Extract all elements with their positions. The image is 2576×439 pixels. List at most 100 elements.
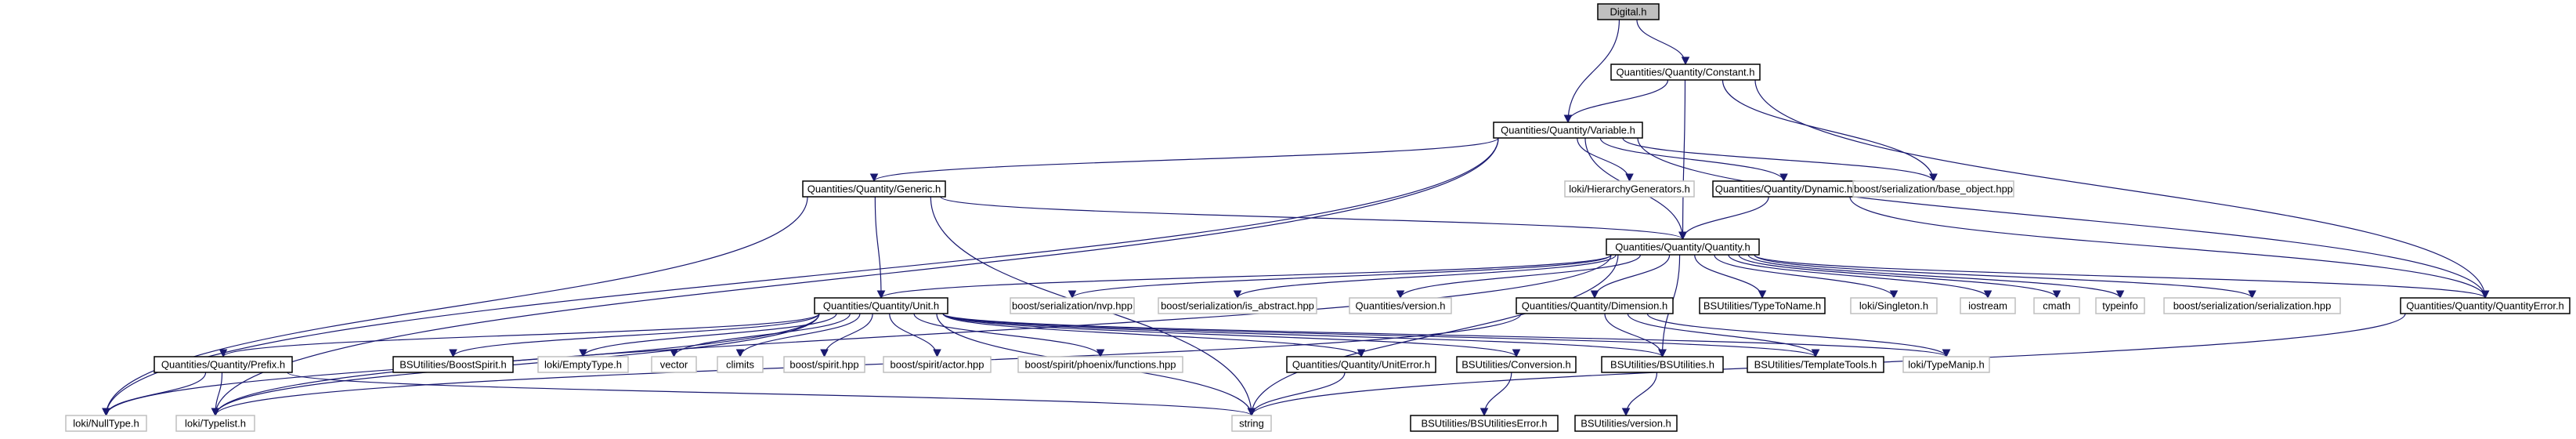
node-qerror[interactable]: Quantities/Quantity/QuantityError.h <box>2400 297 2571 314</box>
node-constant[interactable]: Quantities/Quantity/Constant.h <box>1610 63 1761 81</box>
node-emptytype: loki/EmptyType.h <box>537 356 629 373</box>
node-phoenix: boost/spirit/phoenix/functions.hpp <box>1017 356 1183 373</box>
node-label: Quantities/Quantity/Constant.h <box>1616 67 1754 78</box>
edge-unit-to-climits <box>735 313 861 358</box>
edge-variable-to-hiergen <box>1577 137 1634 183</box>
node-vector: vector <box>651 356 697 373</box>
node-box <box>154 356 293 373</box>
edge-unit-to-actor <box>889 313 941 358</box>
edge-conversion-to-bserror <box>1479 372 1512 417</box>
node-baseobj: boost/serialization/base_object.hpp <box>1852 180 2014 198</box>
node-box <box>1699 297 1826 314</box>
edge-prefix-to-string <box>287 372 1255 417</box>
node-box <box>2400 297 2571 314</box>
edge-generic-to-unit <box>874 196 886 299</box>
node-box <box>883 356 992 373</box>
edge-constant-to-quantity <box>1678 79 1687 241</box>
edge-quantity-to-serialization <box>1754 254 2256 299</box>
node-box <box>802 180 946 198</box>
node-conversion[interactable]: BSUtilities/Conversion.h <box>1456 356 1577 373</box>
edge-unit-to-emptytype <box>579 313 837 358</box>
edge-quantity-to-unit <box>876 254 1612 299</box>
node-box <box>1516 297 1674 314</box>
edge-dimension-to-typelist <box>211 313 1522 417</box>
node-generic[interactable]: Quantities/Quantity/Generic.h <box>802 180 946 198</box>
node-label: loki/Singleton.h <box>1859 300 1928 312</box>
edge-dynamic-to-quantity <box>1678 196 1769 241</box>
edge-quantity-to-qversion <box>1396 254 1642 299</box>
node-bserror[interactable]: BSUtilities/BSUtilitiesError.h <box>1410 415 1559 432</box>
edge-constant-to-qerror <box>1754 79 2490 299</box>
node-box <box>1747 356 1884 373</box>
node-label: BSUtilities/Conversion.h <box>1461 359 1570 371</box>
node-quantity[interactable]: Quantities/Quantity/Quantity.h <box>1606 238 1760 256</box>
node-prefix[interactable]: Quantities/Quantity/Prefix.h <box>154 356 293 373</box>
edge-variable-to-baseobj <box>1622 137 1938 183</box>
node-label: Quantities/version.h <box>1356 300 1446 312</box>
node-bsutilities[interactable]: BSUtilities/BSUtilities.h <box>1601 356 1724 373</box>
node-label: loki/HierarchyGenerators.h <box>1569 183 1690 195</box>
node-label: Quantities/Quantity/Dimension.h <box>1522 300 1667 312</box>
node-box <box>1574 415 1678 432</box>
edge-quantity-to-cmath <box>1738 254 2061 299</box>
node-label: cmath <box>2043 300 2070 312</box>
node-label: loki/NullType.h <box>73 418 139 430</box>
node-box <box>2033 297 2080 314</box>
node-typetoname[interactable]: BSUtilities/TypeToName.h <box>1699 297 1826 314</box>
node-dynamic[interactable]: Quantities/Quantity/Dynamic.h <box>1712 180 1855 198</box>
node-templatetools[interactable]: BSUtilities/TemplateTools.h <box>1747 356 1884 373</box>
edge-dimension-to-bsutilities <box>1604 313 1667 358</box>
node-iostream: iostream <box>1960 297 2016 314</box>
edge-unit-to-templatetools <box>942 313 1820 358</box>
node-box <box>1286 356 1436 373</box>
edge-quantity-to-singleton <box>1714 254 1899 299</box>
node-box <box>1231 415 1272 432</box>
node-dimension[interactable]: Quantities/Quantity/Dimension.h <box>1516 297 1674 314</box>
node-label: boost/spirit/phoenix/functions.hpp <box>1025 359 1176 371</box>
node-box <box>651 356 697 373</box>
node-box <box>814 297 948 314</box>
node-box <box>1610 63 1761 81</box>
node-label: Quantities/Quantity/UnitError.h <box>1292 359 1430 371</box>
node-digital[interactable]: Digital.h <box>1597 3 1660 20</box>
node-box <box>1410 415 1559 432</box>
node-string: string <box>1231 415 1272 432</box>
node-typemanip: loki/TypeManip.h <box>1902 356 1990 373</box>
node-box <box>2095 297 2145 314</box>
edge-unit-to-boostspirit_h <box>449 313 820 358</box>
node-boostspirit_h[interactable]: BSUtilities/BoostSpirit.h <box>392 356 514 373</box>
edge-dynamic-to-qerror <box>1849 196 2490 299</box>
node-box <box>65 415 147 432</box>
node-label: boost/serialization/base_object.hpp <box>1854 183 2013 195</box>
node-singleton: loki/Singleton.h <box>1850 297 1938 314</box>
node-box <box>1158 297 1317 314</box>
node-label: boost/spirit/actor.hpp <box>891 359 985 371</box>
node-box <box>1850 297 1938 314</box>
edge-quantity-to-nvp <box>1068 254 1612 299</box>
node-label: Quantities/Quantity/QuantityError.h <box>2406 300 2564 312</box>
node-unit[interactable]: Quantities/Quantity/Unit.h <box>814 297 948 314</box>
node-box <box>1010 297 1135 314</box>
node-box <box>1456 356 1577 373</box>
node-label: iostream <box>1968 300 2007 312</box>
node-label: Quantities/Quantity/Variable.h <box>1501 125 1635 136</box>
node-uniterror[interactable]: Quantities/Quantity/UnitError.h <box>1286 356 1436 373</box>
node-spirit: boost/spirit.hpp <box>783 356 865 373</box>
node-qversion: Quantities/version.h <box>1349 297 1452 314</box>
edge-dimension-to-templatetools <box>1627 313 1820 358</box>
node-label: boost/spirit.hpp <box>789 359 858 371</box>
edge-unit-to-typemanip <box>942 313 1950 358</box>
node-variable[interactable]: Quantities/Quantity/Variable.h <box>1493 122 1643 139</box>
edge-unit-to-vector <box>670 313 851 358</box>
node-box <box>2163 297 2341 314</box>
node-box <box>392 356 514 373</box>
node-bsversion[interactable]: BSUtilities/version.h <box>1574 415 1678 432</box>
node-box <box>1601 356 1724 373</box>
edge-unit-to-bsutilities <box>942 313 1667 358</box>
edge-unit-to-conversion <box>942 313 1521 358</box>
node-box <box>1960 297 2016 314</box>
node-label: loki/TypeManip.h <box>1908 359 1985 371</box>
node-actor: boost/spirit/actor.hpp <box>883 356 992 373</box>
edge-digital-to-constant <box>1636 19 1690 66</box>
edge-uniterror-to-string <box>1247 372 1346 417</box>
